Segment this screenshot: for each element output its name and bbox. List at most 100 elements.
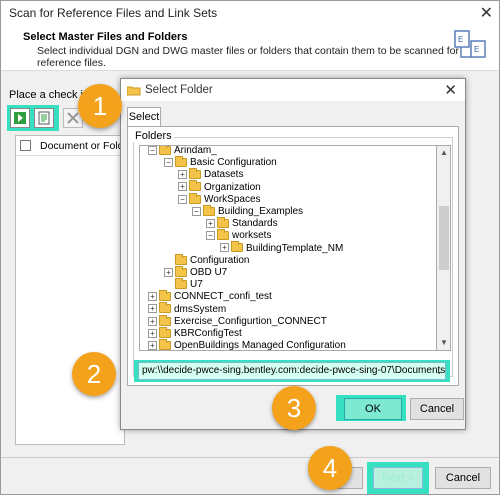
tree-node-label: CONNECT_confi_test <box>174 291 272 303</box>
folder-icon <box>217 217 229 229</box>
expand-icon[interactable]: + <box>206 219 215 229</box>
tree-node-label: OBD U7 <box>190 267 228 278</box>
tree-node[interactable]: +OpenBuildings Managed Configuration <box>148 339 346 350</box>
folder-icon <box>175 265 187 277</box>
callout-2: 2 <box>72 352 116 396</box>
tree-node-label: Standards <box>232 218 278 230</box>
tree-node-label: Datasets <box>204 169 244 181</box>
folder-tree[interactable]: −Arindam_−Basic Configuration+Datasets+O… <box>139 145 437 351</box>
folder-icon <box>159 314 171 326</box>
add-file-icon <box>14 112 26 124</box>
expand-icon[interactable]: + <box>148 328 157 338</box>
window-title: Scan for Reference Files and Link Sets <box>9 6 218 20</box>
expand-icon[interactable]: + <box>178 170 187 180</box>
folder-icon <box>189 192 201 204</box>
callout-4: 4 <box>308 446 352 490</box>
delete-button[interactable] <box>63 108 83 128</box>
tree-node-label: worksets <box>232 230 272 242</box>
tree-node[interactable]: + Organization <box>178 180 261 194</box>
collapse-icon[interactable]: − <box>192 206 201 216</box>
tree-node[interactable]: − Arindam_ <box>148 145 217 157</box>
scroll-down-icon[interactable]: ▼ <box>440 338 448 347</box>
tree-node-label: KBRConfigTest <box>174 328 242 339</box>
tree-node[interactable]: + Datasets <box>178 168 243 181</box>
expand-icon[interactable]: + <box>178 182 187 192</box>
instruction-text: Place a check in t <box>9 89 96 101</box>
folder-icon <box>159 302 171 314</box>
expand-icon[interactable]: + <box>148 292 157 302</box>
tree-spacer <box>164 256 173 265</box>
header-title: Select Master Files and Folders <box>23 31 188 43</box>
tree-node-label: Arindam_ <box>174 145 217 156</box>
callout-1: 1 <box>78 84 122 128</box>
folders-label: Folders <box>133 130 174 142</box>
svg-text:E: E <box>474 45 479 54</box>
tree-node[interactable]: − Basic Configuration <box>164 156 277 169</box>
collapse-icon[interactable]: − <box>148 146 157 155</box>
outer-titlebar: Scan for Reference Files and Link Sets ✕ <box>1 1 499 23</box>
expand-icon[interactable]: + <box>148 316 157 326</box>
tree-node[interactable]: − worksets <box>206 229 271 242</box>
expand-icon[interactable]: + <box>148 304 157 314</box>
cancel-wizard-button[interactable]: Cancel <box>435 467 491 489</box>
tree-node-label: BuildingTemplate_NM <box>246 242 344 254</box>
collapse-icon[interactable]: − <box>164 158 173 168</box>
add-file-button[interactable] <box>10 108 30 128</box>
folder-icon <box>175 253 187 265</box>
folder-icon <box>175 156 187 168</box>
tree-node[interactable]: − WorkSpaces <box>178 192 261 206</box>
dialog-titlebar: Select Folder ✕ <box>121 79 465 101</box>
tree-node-label: U7 <box>190 279 203 291</box>
tree-scrollbar[interactable]: ▲ ▼ <box>437 145 451 351</box>
tree-node[interactable]: + BuildingTemplate_NM <box>220 241 344 255</box>
tree-node-label: Building_Examples <box>218 206 304 217</box>
collapse-icon[interactable]: − <box>206 231 215 241</box>
scroll-thumb[interactable] <box>439 206 449 270</box>
tree-node[interactable]: +dmsSystem <box>148 302 226 316</box>
expand-icon[interactable]: + <box>164 267 173 277</box>
tree-node[interactable]: + Exercise_Configurtion_CONNECT <box>148 314 327 328</box>
ok-button[interactable]: OK <box>344 398 402 420</box>
collapse-icon[interactable]: − <box>178 194 187 204</box>
tree-node-label: Organization <box>204 181 261 193</box>
header-subtitle: Select individual DGN and DWG master fil… <box>37 45 459 69</box>
list-header: Document or Folder Na <box>16 136 149 156</box>
expand-icon[interactable]: + <box>148 341 157 350</box>
tree-node[interactable]: + CONNECT_confi_test <box>148 290 272 303</box>
tree-node[interactable]: + KBRConfigTest <box>148 326 242 340</box>
folder-icon <box>231 241 243 253</box>
reference-files-icon: E E <box>454 30 486 58</box>
tree-node-label: Configuration <box>190 254 250 266</box>
scroll-up-icon[interactable]: ▲ <box>440 148 448 157</box>
folder-icon <box>203 204 215 216</box>
tree-node-label: WorkSpaces <box>204 193 261 205</box>
cancel-button[interactable]: Cancel <box>410 398 464 420</box>
folder-icon <box>159 290 171 302</box>
tree-node[interactable]: − Building_Examples <box>192 204 304 218</box>
folder-icon <box>159 326 171 338</box>
tree-node[interactable]: + OBD U7 <box>164 265 228 279</box>
documents-list[interactable]: Document or Folder Na <box>15 135 149 445</box>
tree-node-label: Basic Configuration <box>190 157 277 169</box>
chevron-down-icon[interactable]: ⌄ <box>435 366 443 376</box>
folder-icon <box>189 168 201 180</box>
wizard-header: Select Master Files and Folders Select i… <box>1 23 499 71</box>
close-icon[interactable]: ✕ <box>479 5 493 22</box>
tab-select[interactable]: Select <box>127 107 161 127</box>
svg-text:E: E <box>458 35 463 44</box>
close-icon[interactable]: ✕ <box>444 82 457 99</box>
tree-node-label: Exercise_Configurtion_CONNECT <box>174 315 327 327</box>
folder-path-value: pw:\\decide-pwce-sing.bentley.com:decide… <box>142 365 446 376</box>
folder-icon <box>127 86 141 96</box>
folder-path-combobox[interactable]: pw:\\decide-pwce-sing.bentley.com:decide… <box>138 362 446 380</box>
next-button[interactable]: Next > <box>373 467 423 489</box>
tree-node[interactable]: + Standards <box>206 217 278 230</box>
folder-icon <box>159 339 171 350</box>
expand-icon[interactable]: + <box>220 243 229 253</box>
tree-node[interactable]: Configuration <box>164 253 250 267</box>
select-all-checkbox[interactable] <box>20 140 31 151</box>
add-folder-button[interactable] <box>34 108 54 128</box>
folder-icon <box>159 146 171 155</box>
folder-icon <box>189 180 201 192</box>
tree-node[interactable]: U7 <box>164 278 203 291</box>
